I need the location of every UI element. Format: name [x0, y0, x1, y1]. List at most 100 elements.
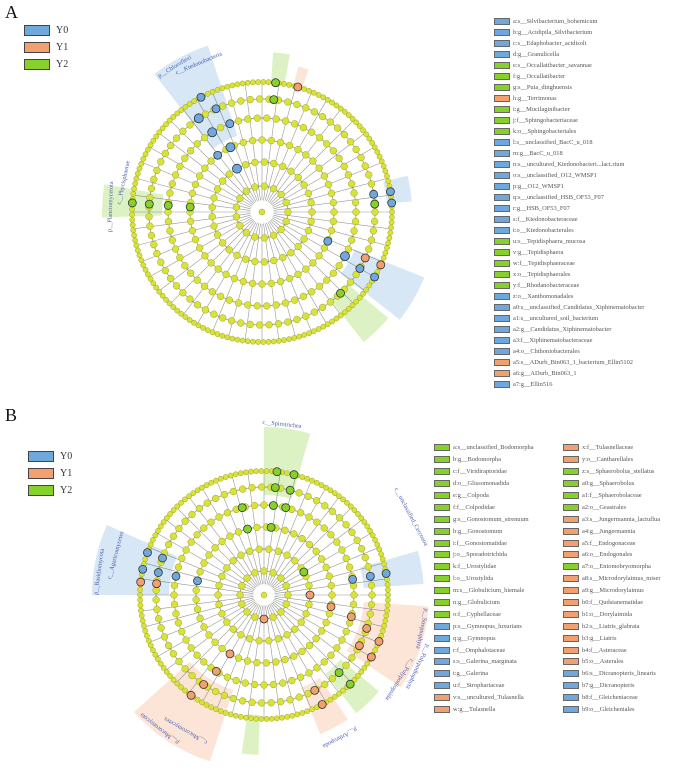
- tree-node: [291, 557, 299, 565]
- taxon-item: o:f__Cyphellaceae: [434, 608, 534, 620]
- tree-node: [277, 574, 285, 582]
- taxon-item: m:s__Globulicium_hiemale: [434, 585, 534, 597]
- taxon-swatch: [563, 480, 579, 488]
- clade-highlight: [264, 427, 311, 499]
- tree-node: [224, 334, 231, 341]
- taxon-item: a4:o__Chthoniobacterales: [494, 346, 644, 357]
- tree-node: [384, 581, 391, 588]
- tree-node: [340, 687, 346, 694]
- tree-node: [277, 190, 285, 199]
- tree-node: [190, 490, 197, 497]
- taxon-swatch: [494, 73, 510, 80]
- tree-node: [369, 532, 376, 539]
- legend-item-y0: Y0: [28, 448, 72, 465]
- tree-node: [243, 469, 249, 476]
- taxon-swatch: [494, 62, 510, 69]
- taxon-label: y:f__Rhodanobacteraceae: [513, 282, 580, 289]
- tree-node: [384, 607, 390, 614]
- taxon-item: z:s__Sphaerobolus_stellatus: [563, 466, 660, 478]
- taxon-label: k:o__Sphingobacteriales: [513, 128, 577, 135]
- tree-node: [366, 282, 373, 289]
- tree-node: [388, 224, 394, 231]
- tree-node: [253, 468, 260, 475]
- biomarker-node: [158, 553, 167, 563]
- tree-node: [188, 226, 197, 235]
- taxon-label: a3:f__Xiphinematobacteraceae: [513, 337, 593, 344]
- tree-node: [333, 102, 340, 109]
- tree-node: [229, 694, 238, 703]
- tree-node: [229, 625, 237, 633]
- tree-node: [298, 647, 306, 656]
- tree-node: [385, 592, 391, 598]
- tree-node: [241, 679, 249, 687]
- tree-node: [223, 618, 231, 626]
- tree-node: [346, 278, 355, 286]
- tree-node: [216, 292, 225, 301]
- tree-node: [214, 331, 221, 337]
- taxon-label: i:g__Mucilaginibacter: [513, 106, 570, 113]
- taxon-swatch: [494, 117, 510, 124]
- tree-node: [203, 482, 210, 488]
- tree-node: [312, 497, 321, 505]
- tree-node: [213, 477, 219, 484]
- tree-node: [272, 301, 280, 309]
- tree-node: [129, 216, 136, 223]
- tree-node: [187, 538, 195, 546]
- legend-label: Y0: [60, 451, 73, 462]
- taxon-label: b4:f__Asteraceae: [582, 646, 627, 654]
- tree-node: [194, 696, 201, 703]
- tree-node: [174, 563, 183, 571]
- taxon-item: t:o__Ktedonobacterales: [494, 225, 644, 236]
- tree-node: [349, 302, 356, 309]
- legend-item-y1: Y1: [24, 39, 68, 56]
- tree-node: [308, 288, 316, 296]
- tree-node: [284, 713, 291, 720]
- biomarker-node: [232, 163, 242, 174]
- tree-node: [372, 537, 378, 543]
- tree-node: [181, 517, 189, 525]
- tree-node: [167, 511, 173, 517]
- biomarker-node: [385, 187, 395, 197]
- tree-node: [323, 140, 331, 148]
- tree-node: [374, 149, 381, 155]
- taxon-item: a1:f__Sphaerobolaceae: [563, 490, 660, 502]
- tree-node: [243, 608, 251, 616]
- taxon-label: a7:o__Entomobryomorpha: [582, 563, 651, 571]
- tree-node: [380, 163, 387, 170]
- tree-node: [142, 627, 149, 634]
- taxon-item: a5:f__Endogonaceae: [563, 537, 660, 549]
- taxon-label: b9:o__Gleicheniales: [582, 706, 635, 714]
- taxon-item: v:g__Tepidisphaera: [494, 247, 644, 258]
- taxon-item: b2:s__Liatris_glabrata: [563, 620, 660, 632]
- tree-node: [229, 557, 237, 565]
- tree-node: [250, 338, 256, 345]
- branch-line: [270, 496, 340, 587]
- tree-node: [305, 540, 314, 549]
- tree-node: [379, 627, 386, 634]
- tree-node: [385, 240, 392, 246]
- tree-node: [382, 617, 389, 624]
- tree-node: [251, 183, 259, 191]
- tree-node: [342, 554, 350, 563]
- tree-node: [174, 110, 181, 117]
- tree-node: [322, 619, 330, 627]
- taxon-swatch: [434, 658, 450, 666]
- tree-node: [166, 227, 174, 235]
- tree-node: [201, 110, 210, 118]
- tree-node: [263, 114, 271, 122]
- tree-node: [232, 676, 240, 685]
- tree-node: [160, 519, 167, 525]
- biomarker-node: [365, 571, 375, 581]
- tree-node: [234, 336, 241, 343]
- tree-node: [353, 536, 361, 544]
- tree-node: [355, 511, 361, 517]
- tree-node: [320, 172, 329, 180]
- tree-node: [257, 699, 266, 707]
- tree-node: [310, 328, 317, 335]
- tree-node: [172, 282, 181, 290]
- tree-node: [304, 492, 312, 501]
- tree-node: [301, 332, 307, 338]
- tree-node: [248, 715, 254, 722]
- taxon-item: i:f__Gonostomatidae: [434, 537, 534, 549]
- taxon-label: d:o__Glissomonadida: [453, 480, 510, 488]
